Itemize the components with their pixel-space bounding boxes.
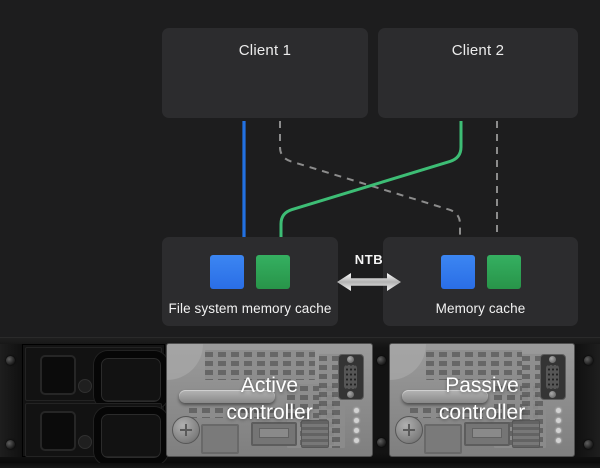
controller-handle [179, 390, 275, 403]
ntb-connector: NTB [337, 251, 401, 292]
io-port-inner [259, 428, 289, 438]
led-icon [556, 428, 561, 433]
thumbscrew-icon [172, 416, 200, 444]
client-2-box: Client 2 [378, 28, 578, 118]
shadow-under-server [0, 463, 600, 468]
green-block-icon [256, 255, 290, 289]
ntb-label: NTB [354, 252, 384, 267]
led-icon [354, 428, 359, 433]
vga-screw [549, 356, 556, 363]
vent-grille [205, 350, 315, 380]
led-icon [556, 408, 561, 413]
psu-knob [78, 435, 92, 449]
screw-icon [377, 356, 386, 365]
client-1-label: Client 1 [238, 42, 292, 59]
vga-port-icon [540, 354, 566, 400]
passive-controller-module: Passive controller [389, 343, 575, 457]
io-module [512, 420, 540, 448]
led-icon [354, 408, 359, 413]
io-port [464, 422, 510, 446]
blue-block-icon [210, 255, 244, 289]
vga-pins [546, 365, 559, 389]
io-module [301, 420, 329, 448]
vga-screw [347, 356, 354, 363]
blue-block-icon [440, 255, 475, 289]
vga-pins [344, 365, 357, 389]
storage-server-photo: Active controller [0, 337, 600, 465]
psu-knob [78, 379, 92, 393]
vent-grille [426, 350, 522, 380]
screw-icon [6, 356, 15, 365]
bidirectional-arrow-icon [337, 273, 401, 291]
led-icon [354, 438, 359, 443]
controller-handle [402, 390, 488, 403]
active-controller-module: Active controller [166, 343, 373, 457]
vga-port-icon [338, 354, 364, 400]
rack-ear-left [0, 344, 22, 457]
memory-cache-label: Memory cache [435, 301, 526, 316]
memory-cache-box: Memory cache [383, 237, 578, 326]
power-supply-unit-top [25, 347, 168, 409]
vent-grille [410, 406, 488, 418]
screw-icon [6, 440, 15, 449]
led-icon [556, 438, 561, 443]
active-controller-label-wrap: Active controller [167, 344, 372, 456]
file-system-memory-cache-box: File system memory cache [162, 237, 338, 326]
vga-screw [347, 391, 354, 398]
io-port-inner [472, 428, 502, 438]
led-icon [354, 418, 359, 423]
client-1-box: Client 1 [162, 28, 368, 118]
screw-icon [584, 440, 593, 449]
cache-blocks [210, 255, 290, 289]
vent-grille [189, 406, 275, 418]
io-port [251, 422, 297, 446]
controller-panel-box [424, 424, 462, 454]
controller-panel-box [201, 424, 239, 454]
active-controller-label: Active controller [226, 374, 313, 424]
psu-latch [40, 355, 76, 395]
psu-handle [94, 407, 168, 465]
status-leds [556, 408, 561, 443]
passive-controller-label-wrap: Passive controller [390, 344, 574, 456]
file-system-memory-cache-label: File system memory cache [168, 301, 332, 316]
cache-blocks [440, 255, 521, 289]
power-supply-unit-bottom [25, 403, 168, 465]
thumbscrew-icon [395, 416, 423, 444]
status-leds [354, 408, 359, 443]
vga-screw [549, 391, 556, 398]
led-icon [556, 418, 561, 423]
link-client1-to-memcache-dashed-line [279, 121, 461, 237]
power-supply-bay [22, 344, 168, 465]
psu-handle [94, 351, 168, 409]
psu-latch [40, 411, 76, 451]
rack-ear-right [575, 344, 600, 457]
passive-controller-label: Passive controller [438, 374, 526, 424]
screw-icon [584, 356, 593, 365]
screw-icon [377, 438, 386, 447]
client-2-label: Client 2 [451, 42, 505, 59]
link-client2-to-filecache-line [279, 121, 463, 237]
green-block-icon [486, 255, 521, 289]
